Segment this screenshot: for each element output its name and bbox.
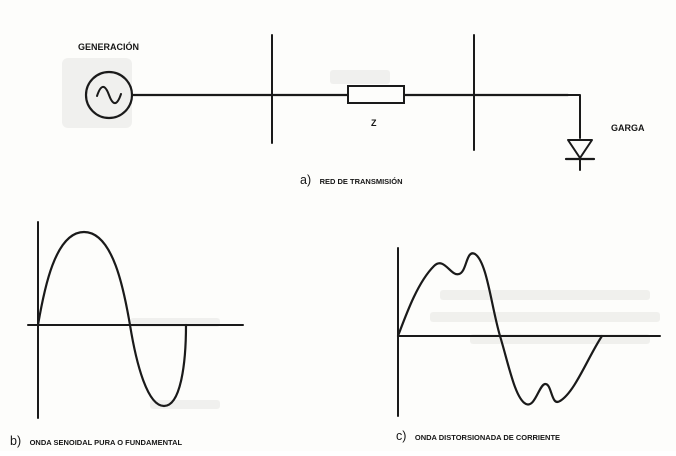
distorted-wave-plot: c) ONDA DISTORSIONADA DE CORRIENTE bbox=[396, 247, 661, 444]
pure-sine-plot: b) ONDA SENOIDAL PURA O FUNDAMENTAL bbox=[10, 221, 244, 449]
impedance-label: Z bbox=[371, 118, 377, 128]
generator-label: GENERACIÓN bbox=[78, 41, 139, 52]
load-feeder bbox=[567, 94, 581, 139]
transmission-network: GENERACIÓN Z GARGA a) RED DE TRANSMISIÓN bbox=[78, 34, 645, 188]
caption-b: b) ONDA SENOIDAL PURA O FUNDAMENTAL bbox=[10, 432, 182, 449]
generator-sine-icon bbox=[96, 85, 122, 105]
load-diode-icon bbox=[564, 139, 596, 171]
scan-bleed-through bbox=[62, 58, 660, 409]
pure-sine-curve bbox=[36, 230, 188, 408]
load-label: GARGA bbox=[611, 123, 645, 133]
distorted-current-curve bbox=[396, 252, 604, 406]
impedance-icon bbox=[347, 85, 405, 104]
caption-c: c) ONDA DISTORSIONADA DE CORRIENTE bbox=[396, 427, 560, 444]
caption-a: a) RED DE TRANSMISIÓN bbox=[300, 171, 403, 188]
